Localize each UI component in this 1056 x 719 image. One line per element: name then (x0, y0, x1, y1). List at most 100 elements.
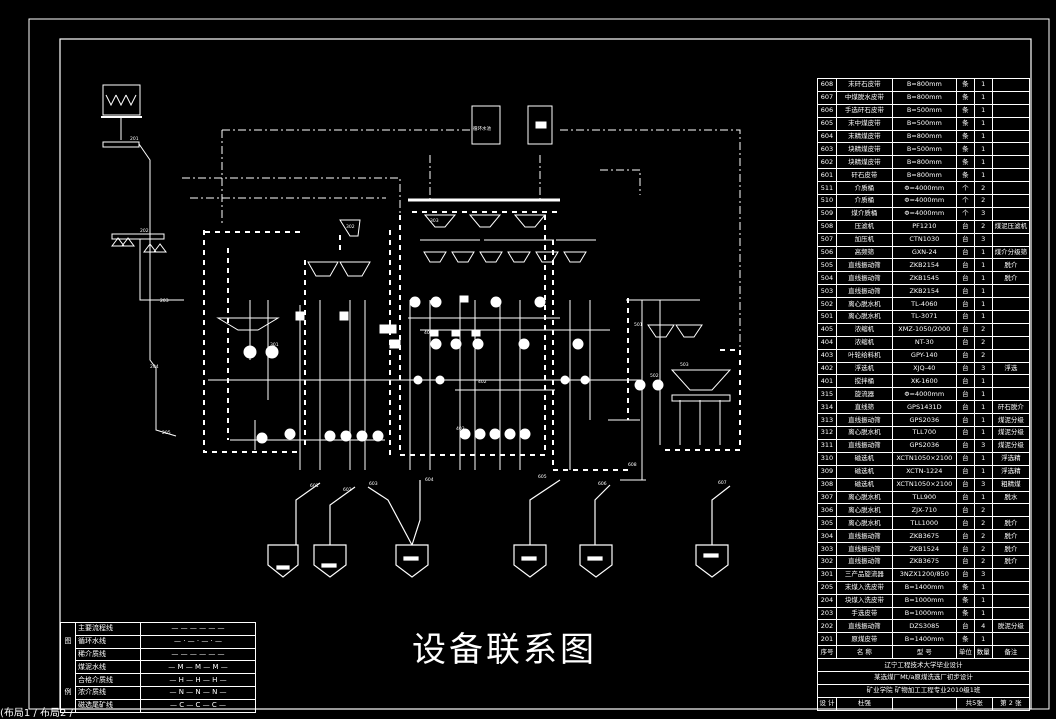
top-tanks (471, 105, 553, 145)
equipment-cell: 台 (955, 348, 975, 363)
equipment-cell (991, 567, 1031, 582)
equipment-cell: 直线振动筛 (836, 271, 893, 286)
equipment-cell: 个 (955, 181, 975, 196)
equipment-header-cell: 数量 (973, 645, 993, 660)
equipment-cell: 个 (955, 194, 975, 208)
bunker-2 (313, 544, 347, 578)
equipment-cell: 2 (973, 322, 993, 337)
equipment-cell: B=800mm (891, 168, 957, 183)
equipment-cell: 502 (817, 297, 837, 312)
top-box-label: 循环水池 (473, 125, 491, 132)
equipment-cell: B=1400mm (891, 632, 957, 647)
equipment-cell: 直线振动筛 (836, 619, 893, 634)
equipment-cell: 605 (817, 116, 837, 131)
equipment-cell: 2 (973, 516, 993, 531)
tag-603: 603 (369, 481, 378, 487)
tag-503: 503 (680, 362, 689, 368)
legend-line-sample: — M — M — M — (140, 660, 256, 675)
equipment-cell: ZKB1524 (891, 542, 957, 556)
equipment-cell: 503 (817, 284, 837, 299)
equipment-cell: 309 (817, 464, 837, 479)
legend-line-name: 稀介质线 (75, 647, 141, 662)
equipment-cell: XJQ-40 (891, 361, 957, 376)
equipment-cell: 2 (973, 181, 993, 196)
tag-402: 402 (478, 379, 487, 385)
tag-204: 204 (150, 364, 159, 370)
equipment-cell: 末精煤皮带 (836, 129, 893, 144)
equipment-cell: PF1210 (891, 219, 957, 234)
equipment-cell: 3 (973, 438, 993, 453)
equipment-cell: Φ=4000mm (891, 194, 957, 208)
equipment-cell: 介质桶 (836, 194, 893, 208)
equipment-cell: 1 (973, 129, 993, 144)
equipment-cell: 1 (973, 632, 993, 647)
equipment-header-cell: 备注 (991, 645, 1031, 660)
equipment-cell: 台 (955, 619, 975, 634)
raw-coal-bin (101, 84, 184, 437)
equipment-cell: 台 (955, 297, 975, 312)
equipment-cell: B=1000mm (891, 593, 957, 608)
legend-line-sample: — — — — — — (140, 622, 256, 636)
equipment-cell: 1 (973, 78, 993, 92)
equipment-cell: 1 (973, 464, 993, 479)
equipment-cell: 直线振动筛 (836, 542, 893, 556)
legend-side-top: 图 (64, 637, 72, 646)
title-block-line: 矿业学院 矿物加工工程专业2010级1班 (817, 683, 1030, 698)
equipment-cell: 离心脱水机 (836, 490, 893, 505)
equipment-cell: 末矸石皮带 (836, 78, 893, 92)
legend-side-bottom: 例 (64, 688, 72, 697)
equipment-cell: GPS2036 (891, 438, 957, 453)
legend-side-label: 图例 (60, 622, 76, 713)
equipment-cell: XK-1600 (891, 374, 957, 389)
equipment-cell: 3NZX1200/850 (891, 567, 957, 582)
equipment-cell: 310 (817, 451, 837, 466)
equipment-cell: DZS3085 (891, 619, 957, 634)
equipment-cell: 手选矸石皮带 (836, 103, 893, 118)
equipment-cell: 直线振动筛 (836, 284, 893, 299)
equipment-cell: 离心脱水机 (836, 426, 893, 440)
equipment-cell: 浮选精 (991, 464, 1031, 479)
equipment-cell: B=800mm (891, 78, 957, 92)
title-block-line: 辽宁工程技术大学毕业设计 (817, 658, 1030, 672)
legend-line-sample: — — — — — — (140, 647, 256, 662)
equipment-cell: 台 (955, 310, 975, 324)
equipment-cell (991, 103, 1031, 118)
equipment-cell (991, 387, 1031, 402)
equipment-cell: 501 (817, 310, 837, 324)
equipment-cell: 高频筛 (836, 245, 893, 260)
equipment-cell: 脱水 (991, 490, 1031, 505)
tag-203: 203 (160, 298, 169, 304)
equipment-cell: GPS2036 (891, 413, 957, 428)
equipment-cell: 条 (955, 103, 975, 118)
equipment-cell: 1 (973, 116, 993, 131)
equipment-cell: 煤泥分级 (991, 438, 1031, 453)
legend-line-name: 煤泥水线 (75, 660, 141, 675)
tag-608: 608 (628, 462, 637, 468)
equipment-cell: 308 (817, 477, 837, 492)
equipment-cell: 201 (817, 632, 837, 647)
equipment-cell: 台 (955, 322, 975, 337)
equipment-cell: 2 (973, 348, 993, 363)
equipment-cell: ZKB1545 (891, 271, 957, 286)
equipment-cell: 504 (817, 271, 837, 286)
equipment-cell: 602 (817, 155, 837, 170)
equipment-cell: 1 (973, 168, 993, 183)
tag-604: 604 (425, 477, 434, 483)
equipment-cell: 1 (973, 593, 993, 608)
equipment-cell (991, 129, 1031, 144)
equipment-cell: 1 (973, 155, 993, 170)
layout-tabs-status[interactable]: (布局1 / 布局2 / (0, 708, 73, 719)
equipment-cell: 台 (955, 219, 975, 234)
title-block-footer-cell: 杜强 (836, 696, 893, 711)
equipment-cell: 606 (817, 103, 837, 118)
